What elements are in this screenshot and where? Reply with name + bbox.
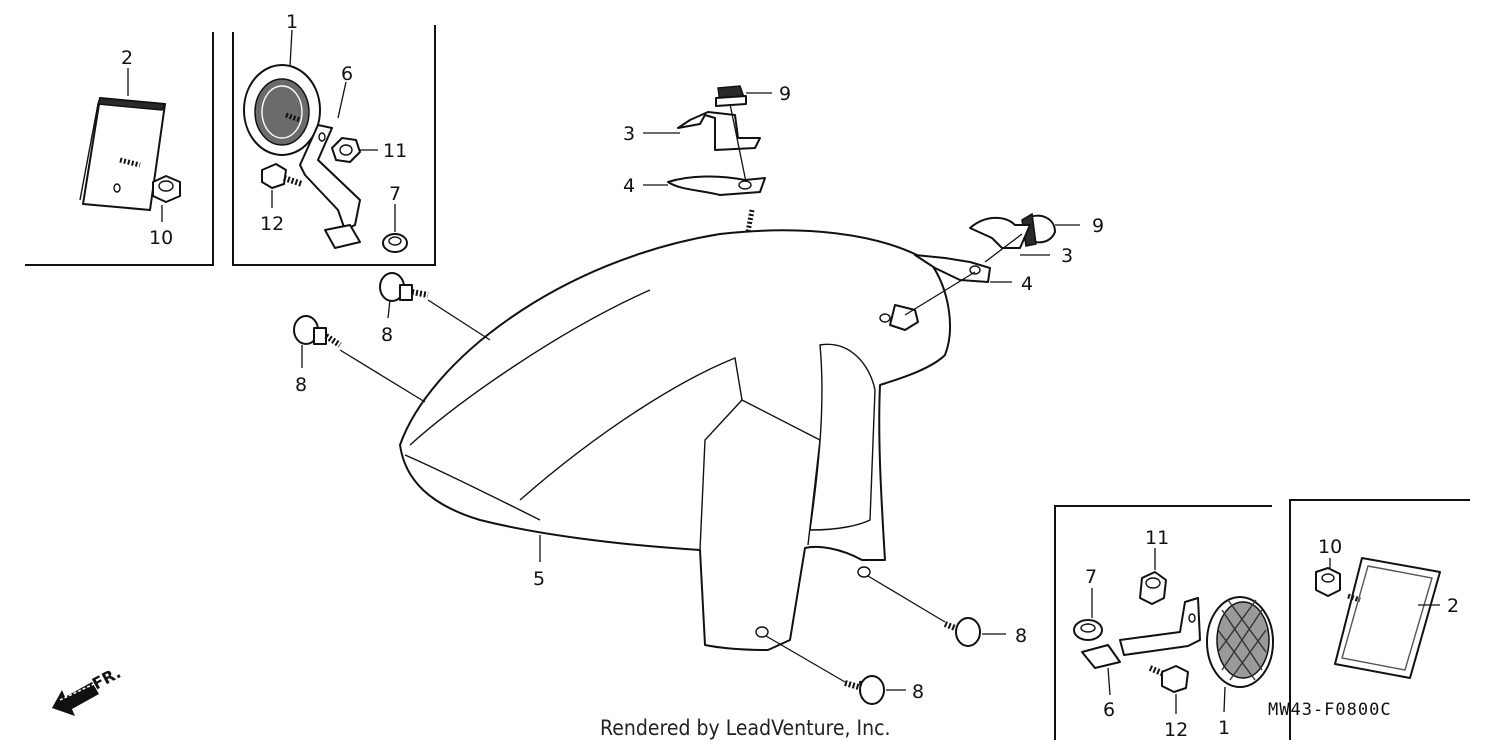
callout-5-fender: 5 xyxy=(533,568,545,590)
callout-7-top-middle: 7 xyxy=(389,183,401,205)
callout-10-top-left: 10 xyxy=(149,227,173,249)
callout-3-top: 3 xyxy=(623,123,635,145)
clamp-4-top xyxy=(667,175,766,196)
clamp-3-top xyxy=(677,111,761,151)
callout-11-bottom-right: 11 xyxy=(1145,527,1169,549)
callout-9-top: 9 xyxy=(779,83,791,105)
callout-11-top-middle: 11 xyxy=(383,140,407,162)
nut-10-bottom-right xyxy=(1315,567,1341,597)
nut-11-top-middle xyxy=(331,137,361,163)
nut-top-left xyxy=(152,175,181,203)
callout-8-bottom: 8 xyxy=(912,681,924,703)
bolt-8-right xyxy=(943,617,981,647)
nut-11-bottom-right xyxy=(1139,571,1167,605)
callout-10-bottom-right: 10 xyxy=(1318,536,1342,558)
callout-9-right: 9 xyxy=(1092,215,1104,237)
callout-12-top-middle: 12 xyxy=(260,213,284,235)
callout-3-right: 3 xyxy=(1061,245,1073,267)
collar-7-bottom-right xyxy=(1073,619,1103,641)
diagram-code: MW43-F0800C xyxy=(1268,700,1392,720)
bolt-8-bottom xyxy=(844,675,885,705)
callout-7-bottom-right: 7 xyxy=(1085,566,1097,588)
clamp-4-right xyxy=(914,254,991,283)
bolt-12-top-middle xyxy=(261,163,303,189)
render-credit: Rendered by LeadVenture, Inc. xyxy=(600,716,891,740)
callout-4-top: 4 xyxy=(623,175,635,197)
clamp-3-right xyxy=(969,216,1031,249)
bolt-8-left xyxy=(293,315,342,348)
front-direction-arrow-icon: FR. xyxy=(52,663,124,716)
callout-1-bottom-right: 1 xyxy=(1218,717,1230,739)
leader-lines xyxy=(127,29,1440,714)
callout-1-top-middle: 1 xyxy=(286,11,298,33)
nut-9-right xyxy=(1021,212,1056,247)
callout-8-left: 8 xyxy=(295,374,307,396)
reflector-rectangular-bottom-right xyxy=(1334,557,1441,679)
reflector-round-top-middle xyxy=(243,64,321,156)
bracket-bottom-right xyxy=(1081,597,1201,669)
callout-2-bottom-right: 2 xyxy=(1447,595,1459,617)
nut-9-top xyxy=(715,85,747,107)
bolt-12-bottom-right xyxy=(1148,665,1189,693)
bracket-top-middle xyxy=(299,124,361,249)
callout-8-upper: 8 xyxy=(381,324,393,346)
callout-6-bottom-right: 6 xyxy=(1103,699,1115,721)
bolt-8-upper xyxy=(379,272,429,302)
collar-7-top-middle xyxy=(382,233,408,253)
callout-labels: 2 10 1 6 11 12 7 9 3 4 9 3 4 8 8 5 8 8 1… xyxy=(121,11,1459,741)
reflector-round-bottom-right xyxy=(1206,596,1274,688)
inset-borders xyxy=(25,25,1470,740)
callout-2-top-left: 2 xyxy=(121,47,133,69)
callout-6-top-middle: 6 xyxy=(341,63,353,85)
front-fender xyxy=(399,209,951,651)
callout-4-right: 4 xyxy=(1021,273,1033,295)
callout-8-right: 8 xyxy=(1015,625,1027,647)
reflector-rectangular-top-left xyxy=(79,97,167,211)
callout-12-bottom-right: 12 xyxy=(1164,719,1188,741)
